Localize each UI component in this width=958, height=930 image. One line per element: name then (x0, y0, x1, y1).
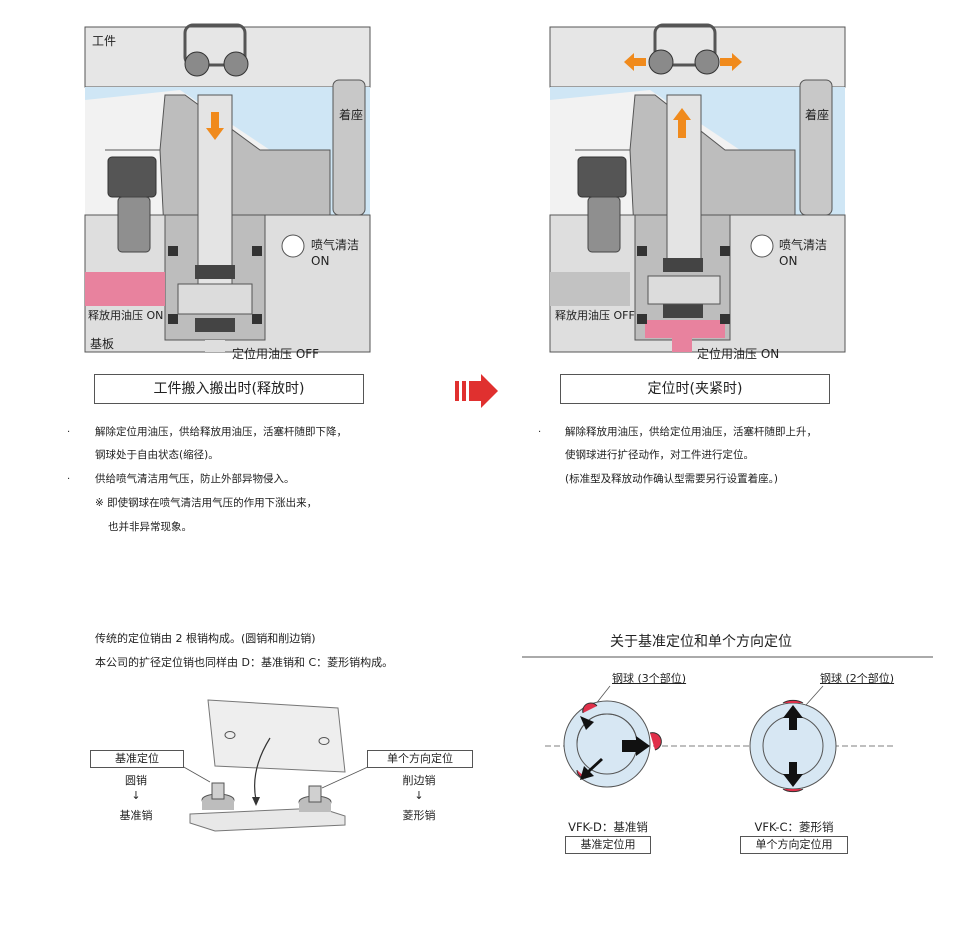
transition-arrow-icon (455, 374, 498, 408)
right-desc-line1: 解除释放用油压，供给定位用油压，活塞杆随即上升， (565, 426, 817, 438)
right-bullet-1: · (538, 427, 542, 438)
section-title: 关于基准定位和单个方向定位 (610, 634, 792, 650)
vfkc-box: 单个方向定位用 (740, 836, 848, 854)
intro-line2: 本公司的扩径定位销也同样由 D：基准销和 C：菱形销构成。 (95, 656, 394, 669)
right-desc-line3: (标准型及释放动作确认型需要另行设置着座。) (565, 473, 778, 485)
left-air-clean-label: 喷气清洁 (311, 238, 360, 252)
right-down-arrow: ↓ (414, 789, 424, 802)
left-bullet-2: · (67, 474, 71, 485)
left-bullet-1: · (67, 427, 71, 438)
right-seat-label: 着座 (805, 108, 830, 122)
ball3-label: 钢球 (3个部位) (612, 672, 687, 685)
vfkc-label: VFK-C：菱形销 (754, 820, 834, 834)
diamond-pin-label: 菱形销 (402, 809, 436, 822)
left-seat-label: 着座 (339, 108, 364, 122)
vfkd-box: 基准定位用 (565, 836, 651, 854)
right-air-clean-label: 喷气清洁 (779, 238, 828, 252)
right-release-oil-label: 释放用油压 OFF (555, 309, 635, 322)
left-desc1-line1: 解除定位用油压，供给释放用油压，活塞杆随即下降， (95, 426, 347, 438)
base-locate-box: 基准定位 (90, 750, 184, 768)
right-air-state-label: ON (779, 254, 798, 268)
base-pin-label: 基准销 (119, 809, 153, 822)
left-note-line2: 也并非异常现象。 (108, 521, 192, 533)
cut-pin-label: 削边销 (402, 774, 436, 787)
intro-line1: 传统的定位销由 2 根销构成。(圆销和削边销) (95, 632, 316, 645)
vfkd-label: VFK-D：基准销 (568, 820, 648, 834)
left-release-oil-label: 释放用油压 ON (88, 309, 164, 322)
left-note-line1: ※ 即使钢球在喷气清洁用气压的作用下涨出来， (95, 497, 318, 509)
right-caption-box: 定位时(夹紧时) (560, 374, 830, 404)
left-locate-oil-label: 定位用油压 OFF (232, 347, 320, 361)
left-caption-box: 工件搬入搬出时(释放时) (94, 374, 364, 404)
right-locate-oil-label: 定位用油压 ON (697, 347, 780, 361)
single-direction-box: 单个方向定位 (367, 750, 473, 768)
round-pin-label: 圆销 (125, 774, 147, 787)
left-base-plate-label: 基板 (90, 337, 115, 351)
left-desc1-line2: 钢球处于自由状态(缩径)。 (95, 449, 219, 461)
right-desc-line2: 使钢球进行扩径动作，对工件进行定位。 (565, 449, 754, 461)
left-workpiece-label: 工件 (92, 34, 117, 48)
left-air-state-label: ON (311, 254, 330, 268)
left-down-arrow: ↓ (131, 789, 141, 802)
ball2-label: 钢球 (2个部位) (820, 672, 895, 685)
left-desc2: 供给喷气清洁用气压，防止外部异物侵入。 (95, 473, 295, 485)
